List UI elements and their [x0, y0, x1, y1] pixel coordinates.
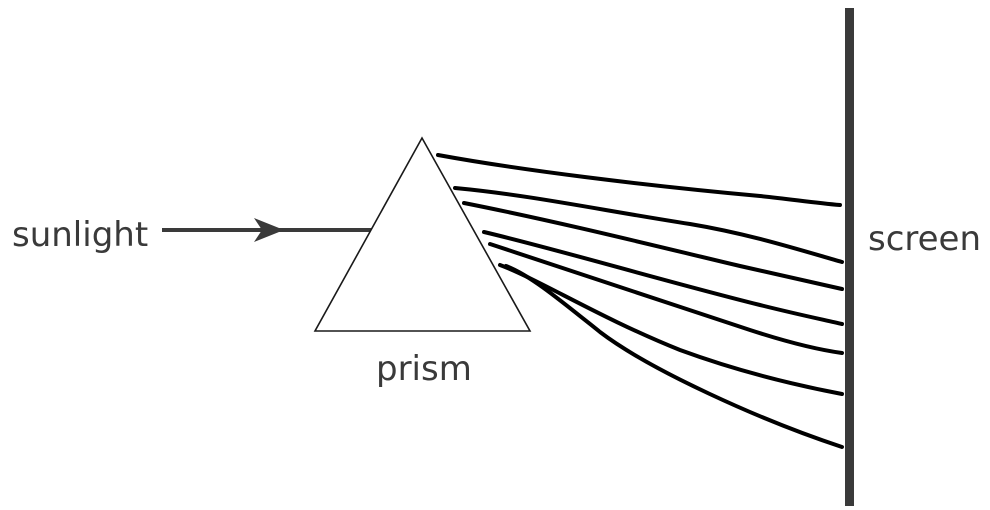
- incident-ray-arrowhead: [254, 218, 284, 242]
- dispersed-ray: [462, 201, 844, 291]
- dispersed-ray: [482, 230, 844, 326]
- dispersed-ray: [436, 153, 842, 207]
- prism-triangle: [313, 136, 532, 332]
- dispersed-ray: [488, 242, 844, 355]
- prism-label: prism: [376, 349, 472, 389]
- incident-ray: [162, 218, 372, 242]
- dispersed-ray: [453, 186, 844, 264]
- screen-bar: [845, 8, 854, 506]
- dispersed-ray: [504, 264, 844, 449]
- screen-label: screen: [868, 219, 981, 259]
- sunlight-label: sunlight: [12, 215, 148, 255]
- dispersed-rays: [436, 153, 844, 449]
